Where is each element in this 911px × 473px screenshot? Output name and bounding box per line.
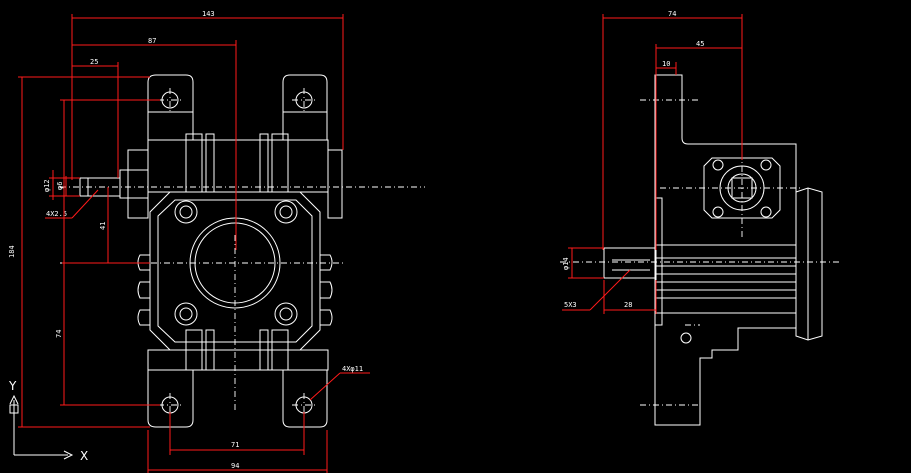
right-hub	[327, 149, 343, 219]
front-dimensions: 143 87 25 184 φ12 φ6 4X2.5 41 74	[8, 10, 370, 473]
side-dim-text-phi14: φ14	[562, 257, 570, 270]
upper-housing	[147, 139, 329, 193]
lower-housing	[147, 349, 329, 371]
ucs-y-label: Y	[8, 379, 17, 393]
dim-text-phi6: φ6	[56, 182, 64, 190]
dim-text-4xphi11: 4Xφ11	[342, 365, 363, 373]
side-dim-text-10: 10	[662, 60, 670, 68]
dim-text-71: 71	[231, 441, 239, 449]
bottom-left-foot	[147, 370, 194, 428]
side-dimensions: 74 45 10 φ14 5X3 28	[562, 10, 743, 314]
ucs-x-label: X	[80, 449, 88, 463]
dim-text-phi12: φ12	[43, 179, 51, 192]
dim-text-74-vertical: 74	[55, 330, 63, 338]
output-bore-inner	[194, 222, 276, 304]
front-view	[60, 74, 425, 428]
dim-text-143: 143	[202, 10, 215, 18]
side-end-cap	[795, 187, 823, 341]
dim-text-94: 94	[231, 462, 239, 470]
side-dim-text-74: 74	[668, 10, 676, 18]
dim-text-25: 25	[90, 58, 98, 66]
input-shaft	[79, 177, 121, 197]
side-view	[560, 74, 840, 426]
dim-text-184: 184	[8, 245, 16, 258]
side-dim-text-5x3: 5X3	[564, 301, 577, 309]
ucs-icon: Y X	[8, 379, 88, 463]
side-flange	[703, 157, 781, 219]
bottom-right-foot	[282, 370, 328, 428]
dim-text-87: 87	[148, 37, 156, 45]
dim-text-41: 41	[99, 222, 107, 230]
side-housing-outline	[654, 74, 797, 426]
top-left-ear	[147, 74, 194, 113]
output-bore-outer	[189, 217, 281, 309]
top-right-ear	[282, 74, 328, 113]
side-shaft	[603, 247, 657, 279]
side-dim-text-28: 28	[624, 301, 632, 309]
dim-text-4x25: 4X2.5	[46, 210, 67, 218]
input-hub	[119, 169, 149, 199]
side-dim-text-45: 45	[696, 40, 704, 48]
